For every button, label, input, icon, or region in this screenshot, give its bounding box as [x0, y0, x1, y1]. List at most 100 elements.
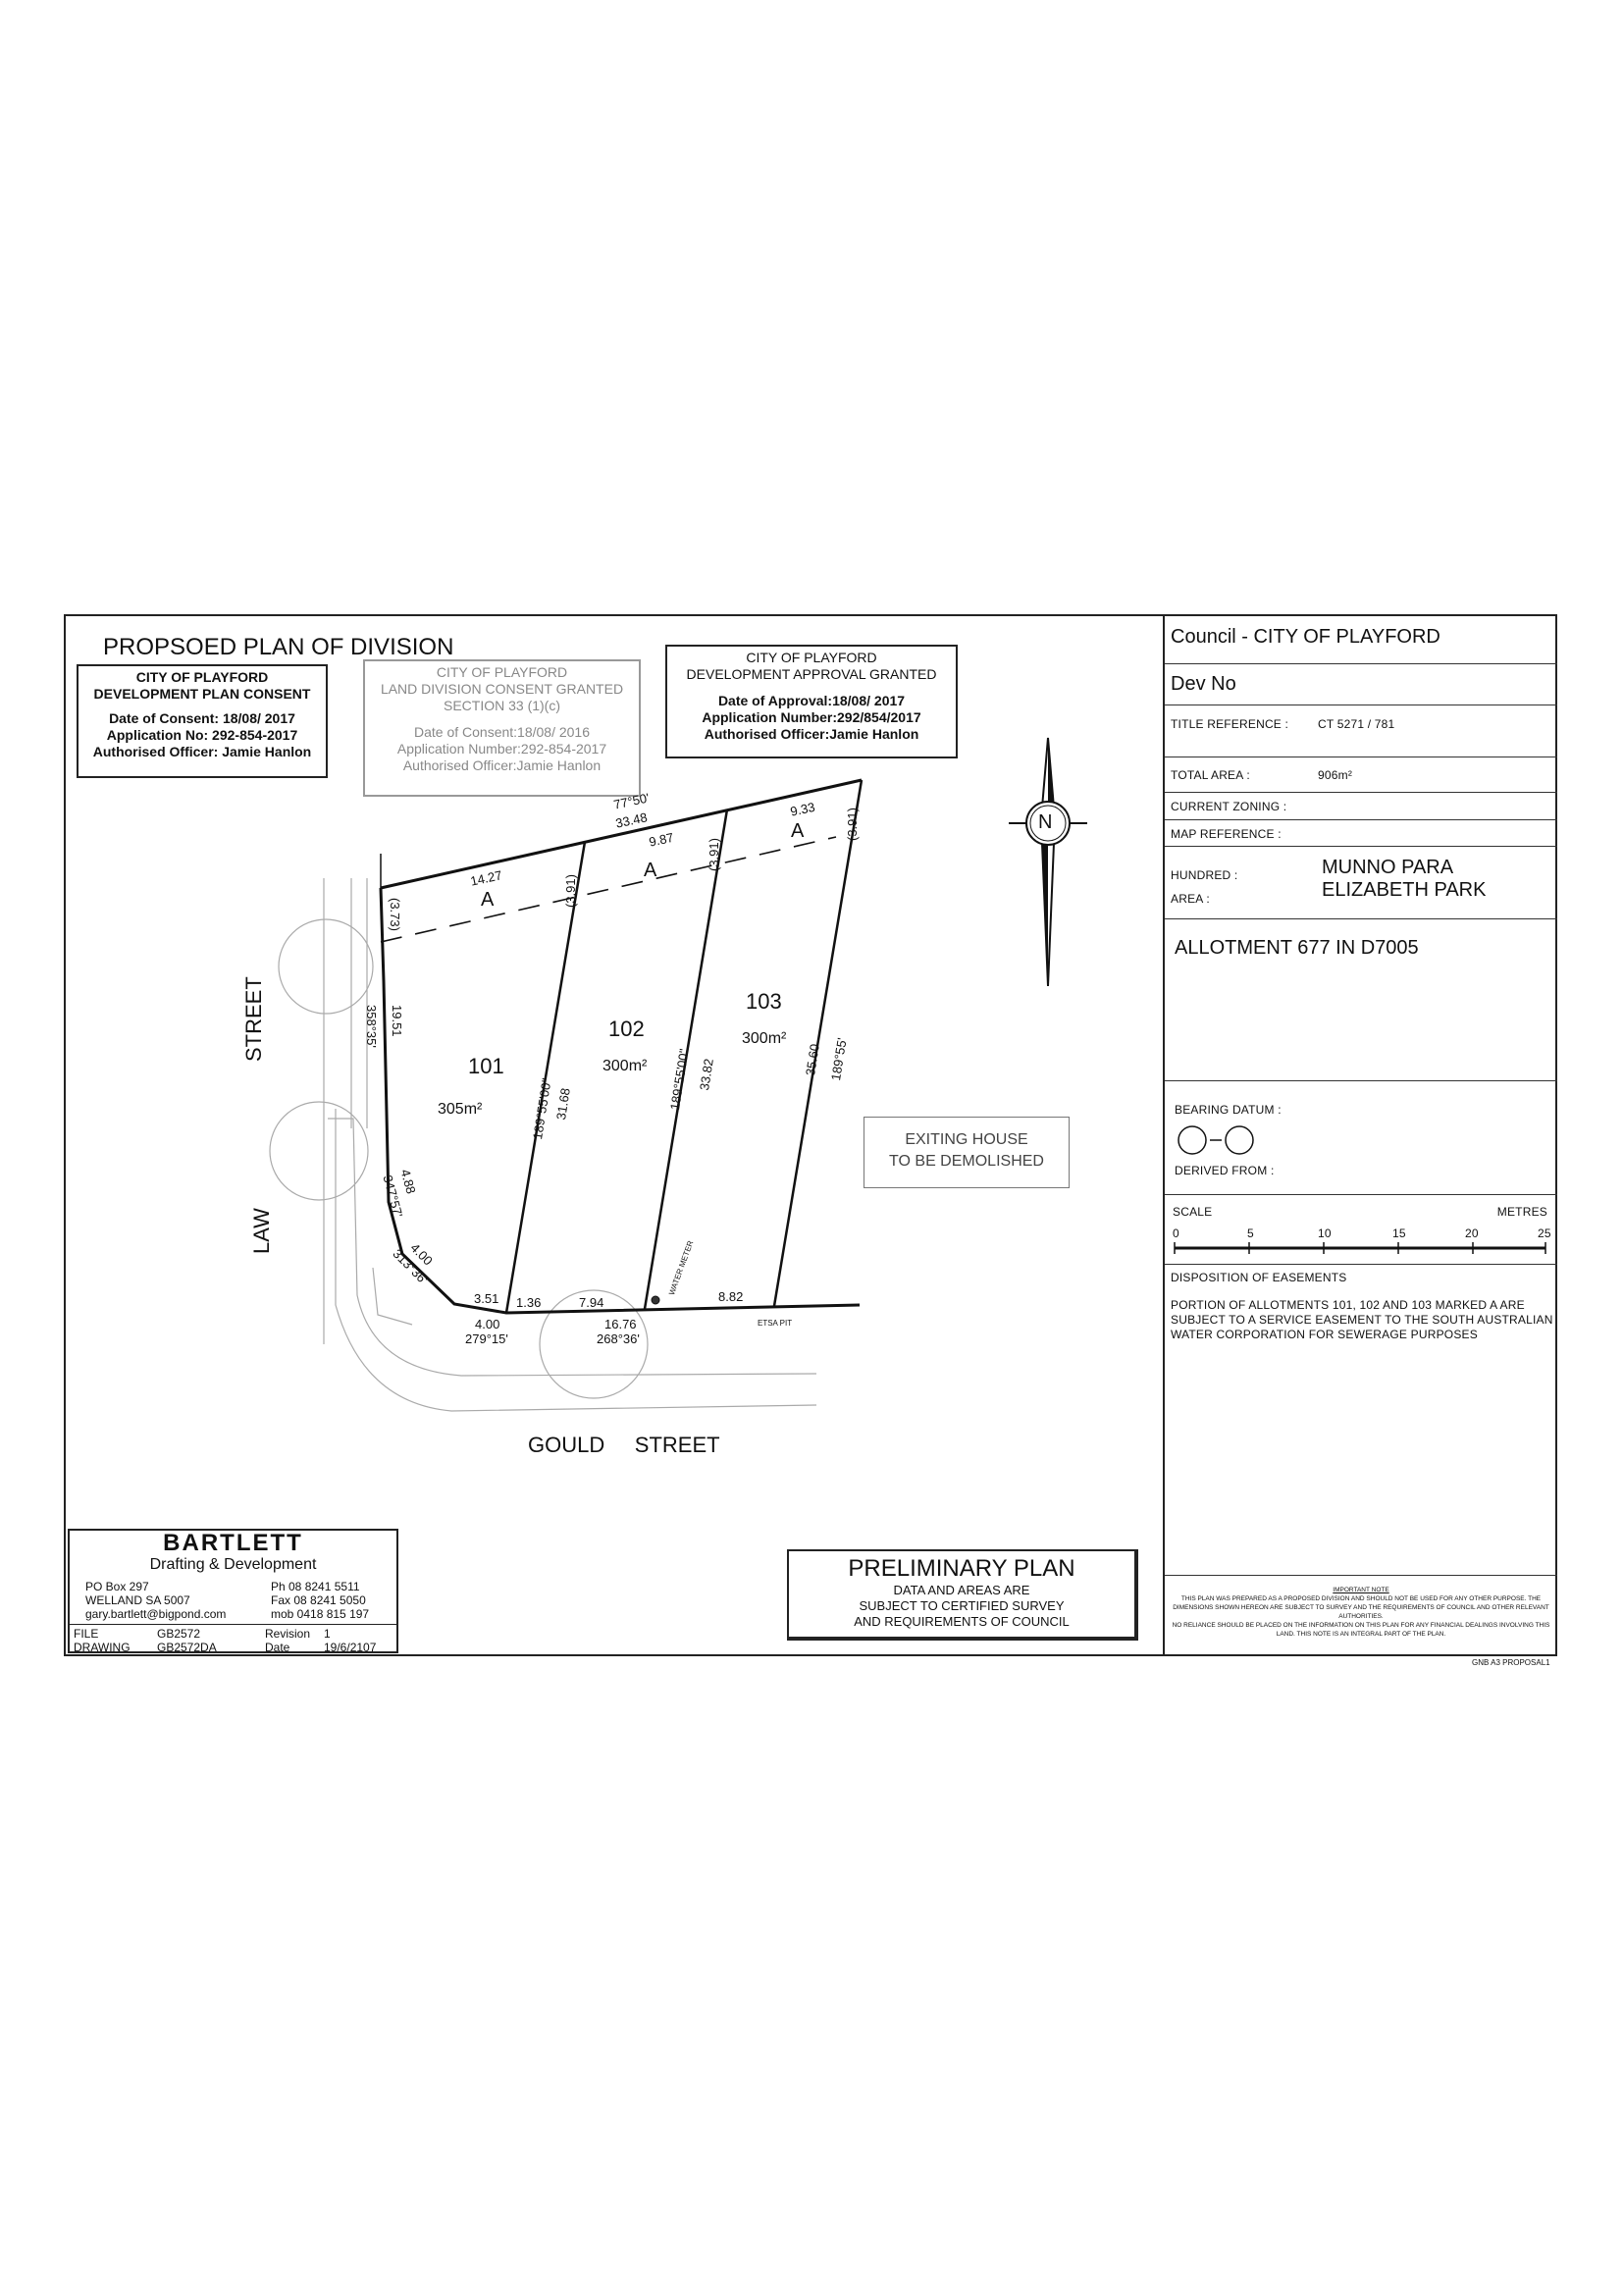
tree-icon	[269, 1101, 369, 1201]
revision-label: Revision	[265, 1627, 311, 1641]
hundred-label: HUNDRED :	[1171, 868, 1238, 882]
town: WELLAND SA 5007	[85, 1593, 190, 1607]
dim-4-00-road: 4.00	[475, 1317, 500, 1331]
lot-103-area: 300m²	[742, 1030, 787, 1047]
easement-line	[380, 836, 837, 943]
easement-a-label: A	[791, 820, 805, 842]
street-label-law: LAW	[249, 1208, 274, 1254]
email: gary.bartlett@bigpond.com	[85, 1607, 227, 1621]
tree-icon	[278, 918, 374, 1015]
compass-north-label: N	[1038, 811, 1053, 833]
bartlett-block: BARTLETT Drafting & Development PO Box 2…	[68, 1529, 398, 1654]
scale-tick: 20	[1465, 1226, 1479, 1240]
page-title: PROPSOED PLAN OF DIVISION	[103, 634, 454, 660]
note-text: THIS PLAN WAS PREPARED AS A PROPOSED DIV…	[1173, 1595, 1549, 1620]
tree-icon	[539, 1289, 649, 1399]
disposition-label: DISPOSITION OF EASEMENTS	[1171, 1271, 1347, 1284]
area-label: AREA :	[1171, 892, 1210, 906]
council: Council - CITY OF PLAYFORD	[1165, 614, 1557, 664]
current-zoning: CURRENT ZONING :	[1165, 793, 1557, 820]
bearing-datum-label: BEARING DATUM :	[1175, 1103, 1282, 1117]
important-note: IMPORTANT NOTE THIS PLAN WAS PREPARED AS…	[1165, 1586, 1557, 1639]
scale-tick: 10	[1318, 1226, 1332, 1240]
dim-16-76: 16.76	[604, 1317, 637, 1331]
dev-no: Dev No	[1165, 664, 1557, 705]
scale-label: SCALE	[1173, 1205, 1213, 1219]
preliminary-plan-box: PRELIMINARY PLAN DATA AND AREAS ARE SUBJ…	[787, 1549, 1138, 1641]
drawing-label: DRAWING	[74, 1641, 131, 1654]
easement-a-label: A	[481, 889, 495, 911]
total-area-label: TOTAL AREA :	[1171, 768, 1250, 782]
etsa-pit-label: ETSA PIT	[758, 1319, 793, 1328]
dim-3-91: (3.91)	[707, 838, 721, 871]
scale-bar	[1174, 1242, 1546, 1254]
date-value: 19/6/2107	[324, 1641, 377, 1654]
hundred-value: MUNNO PARA	[1322, 857, 1454, 878]
scale-tick: 15	[1392, 1226, 1406, 1240]
disposition-text: PORTION OF ALLOTMENTS 101, 102 AND 103 M…	[1171, 1298, 1553, 1341]
note-title: IMPORTANT NOTE	[1333, 1587, 1389, 1593]
bearing-358-35: 358°35'	[364, 1005, 379, 1048]
date-label: Date	[265, 1641, 290, 1654]
phone: Ph 08 8241 5511	[271, 1580, 360, 1593]
derived-from-label: DERIVED FROM :	[1175, 1164, 1275, 1177]
dim-3-51: 3.51	[474, 1291, 499, 1306]
lot-101-area: 305m²	[438, 1101, 483, 1118]
drawing-frame	[64, 614, 1557, 1656]
company-logo: BARTLETT	[163, 1530, 303, 1556]
street-label-street: STREET	[241, 976, 266, 1062]
preliminary-line: DATA AND AREAS ARE	[893, 1583, 1030, 1597]
bearing-268-36: 268°36'	[597, 1331, 640, 1346]
file-value: GB2572	[157, 1627, 201, 1641]
company-subtitle: Drafting & Development	[149, 1556, 317, 1573]
bearing-279-15: 279°15'	[465, 1331, 508, 1346]
easements-row: DISPOSITION OF EASEMENTS PORTION OF ALLO…	[1165, 1265, 1557, 1576]
preliminary-line: SUBJECT TO CERTIFIED SURVEY	[859, 1598, 1065, 1613]
allotment: ALLOTMENT 677 IN D7005	[1165, 919, 1557, 1081]
title-block: Council - CITY OF PLAYFORD Dev No TITLE …	[1163, 614, 1557, 1656]
dim-3-73: (3.73)	[388, 898, 402, 931]
drawing-value: GB2572DA	[157, 1641, 217, 1654]
dim-3-91: (3.91)	[845, 808, 860, 841]
hundred-area-row: HUNDRED : AREA : MUNNO PARA ELIZABETH PA…	[1165, 847, 1557, 919]
title-reference-label: TITLE REFERENCE :	[1171, 717, 1289, 731]
area-value: ELIZABETH PARK	[1322, 879, 1487, 901]
title-reference-row: TITLE REFERENCE : CT 5271 / 781	[1165, 705, 1557, 757]
lot-102-number: 102	[608, 1017, 645, 1041]
total-area-value: 906m²	[1318, 768, 1353, 782]
bearing-datum-icon	[1178, 1125, 1254, 1155]
lot-101-number: 101	[468, 1054, 504, 1078]
lot-103-number: 103	[746, 989, 782, 1014]
dim-1-36: 1.36	[516, 1295, 542, 1310]
dim-7-94: 7.94	[579, 1295, 604, 1310]
dim-3-91: (3.91)	[563, 874, 578, 908]
boundaries	[379, 778, 864, 1315]
scale-tick: 0	[1173, 1226, 1179, 1240]
title-reference-value: CT 5271 / 781	[1318, 717, 1395, 731]
note-text-2: NO RELIANCE SHOULD BE PLACED ON THE INFO…	[1172, 1622, 1550, 1638]
dim-19-51: 19.51	[390, 1005, 404, 1037]
bearing-datum-row: BEARING DATUM : DERIVED FROM :	[1165, 1081, 1557, 1195]
north-arrow-icon	[1009, 737, 1087, 987]
existing-features	[269, 878, 817, 1412]
file-label: FILE	[74, 1627, 99, 1641]
dim-8-82: 8.82	[718, 1289, 744, 1304]
scale-tick: 5	[1247, 1226, 1254, 1240]
water-meter-icon	[651, 1295, 660, 1305]
scale-unit: METRES	[1496, 1205, 1547, 1219]
footer-code: GNB A3 PROPOSAL1	[1472, 1658, 1550, 1667]
mobile: mob 0418 815 197	[271, 1607, 370, 1621]
scale-row: SCALE METRES 0 5 10 15 20 25	[1165, 1195, 1557, 1265]
street-label-gould: GOULD STREET	[528, 1433, 720, 1457]
easement-a-label: A	[644, 860, 657, 881]
fax: Fax 08 8241 5050	[271, 1593, 366, 1607]
scale-tick: 25	[1538, 1226, 1551, 1240]
po-box: PO Box 297	[85, 1580, 149, 1593]
lot-102-area: 300m²	[602, 1058, 648, 1074]
map-reference: MAP REFERENCE :	[1165, 820, 1557, 847]
